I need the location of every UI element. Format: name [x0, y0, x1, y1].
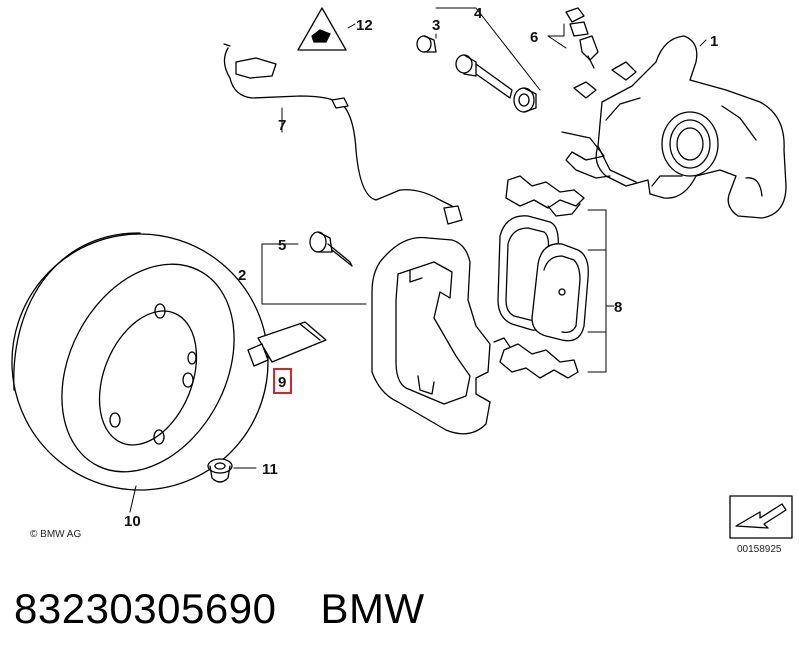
callout-6: 6 — [530, 29, 538, 46]
highlight-box — [273, 368, 292, 394]
part-number: 83230305690 — [14, 585, 277, 632]
callout-12: 12 — [356, 17, 373, 34]
diagram-arrow-icon — [729, 495, 793, 539]
callout-4: 4 — [474, 5, 483, 22]
callout-3: 3 — [432, 17, 440, 34]
callout-1: 1 — [710, 33, 718, 50]
callout-8: 8 — [614, 299, 622, 316]
callout-7: 7 — [278, 117, 286, 134]
callout-9: 9 — [278, 374, 286, 391]
bleed-valve — [565, 7, 599, 69]
caliper-bolt — [416, 35, 537, 113]
copyright-text: © BMW AG — [30, 529, 81, 540]
disc-screw — [207, 458, 233, 483]
brake-assembly-diagram: 1 2 3 4 5 6 7 8 9 10 11 12 © BMW AG 0015… — [11, 5, 793, 555]
callout-2: 2 — [238, 267, 246, 284]
part-caption: 83230305690 BMW — [14, 585, 425, 645]
caliper-carrier — [371, 236, 513, 435]
warning-triangle-icon — [297, 7, 347, 51]
callout-5: 5 — [278, 237, 286, 254]
brand-name: BMW — [320, 585, 425, 632]
grease-tube — [247, 321, 327, 367]
brake-disc — [11, 232, 269, 491]
brake-caliper — [561, 35, 787, 219]
callout-10: 10 — [124, 513, 141, 530]
leader-lines — [129, 7, 707, 513]
diagram-code: 00158925 — [737, 544, 782, 555]
wear-sensor — [223, 43, 463, 225]
callout-11: 11 — [262, 461, 278, 478]
guide-bolt — [309, 231, 353, 267]
brake-pads — [497, 175, 589, 379]
